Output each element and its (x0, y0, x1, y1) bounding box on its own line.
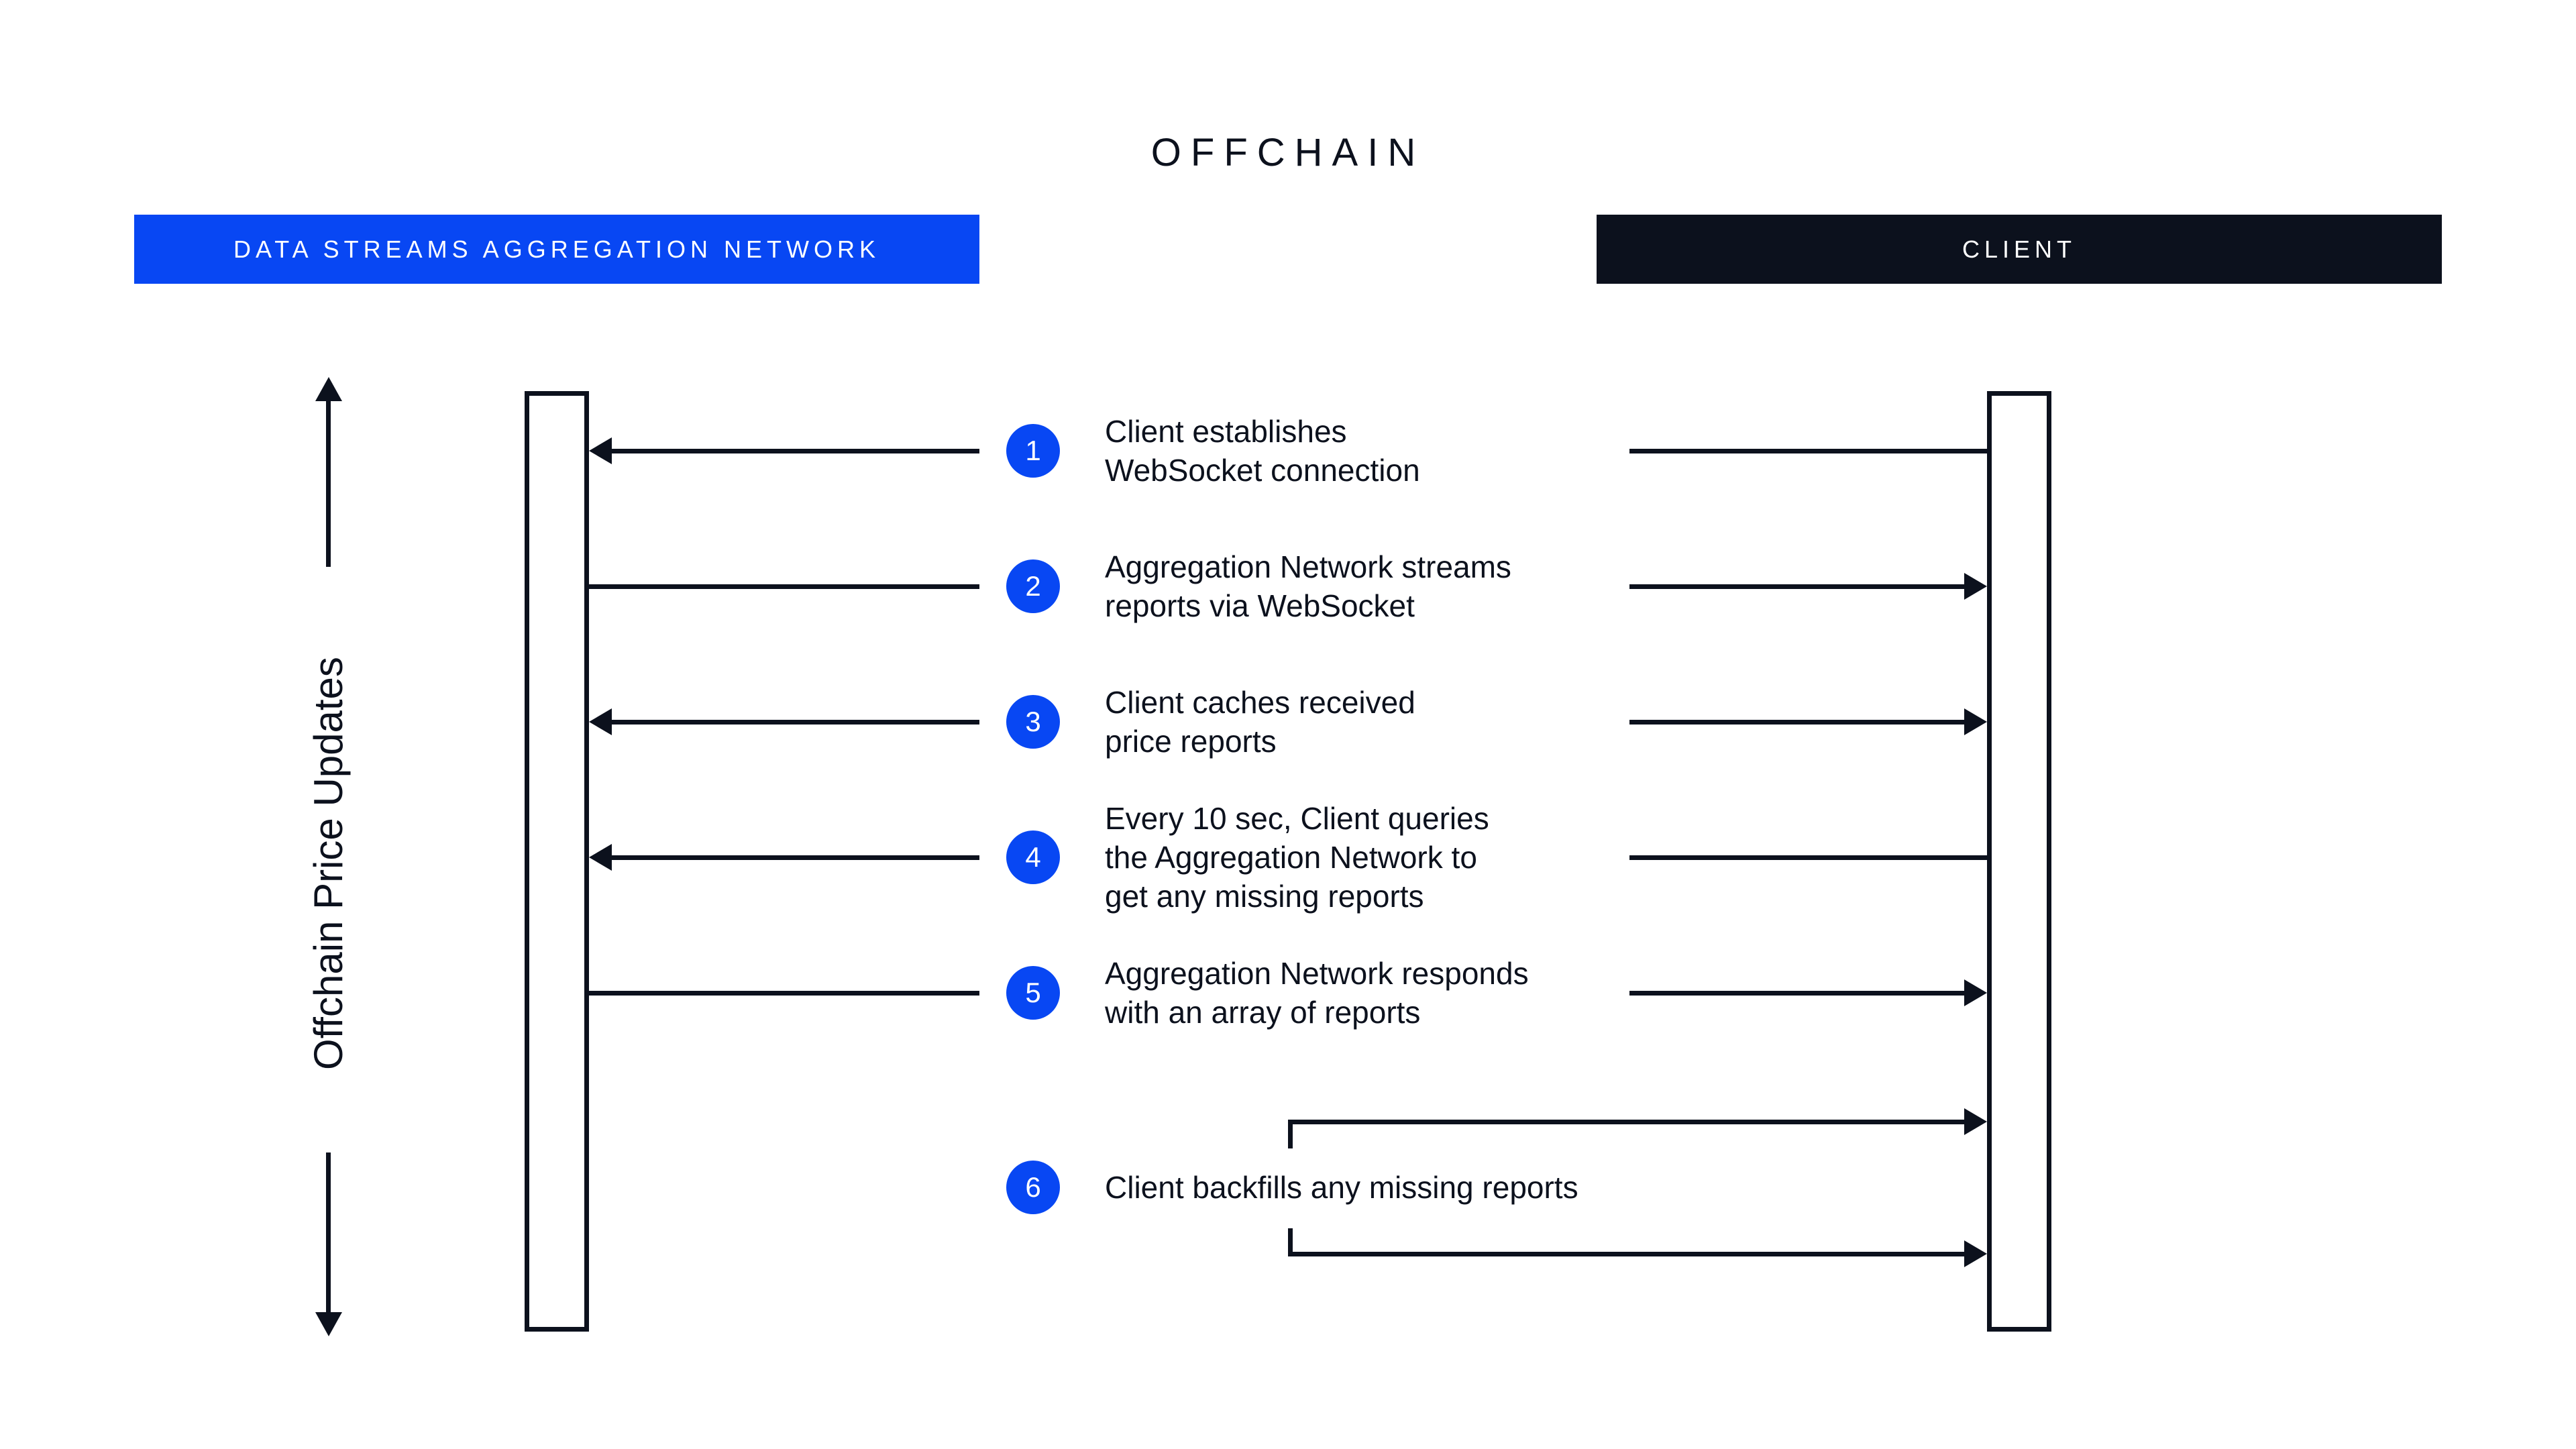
message-line-4-right (1629, 855, 1987, 860)
message-line-3-right (1629, 720, 1966, 724)
arrowhead-left-icon (589, 708, 612, 735)
message-line-5-right (1629, 991, 1966, 996)
arrowhead-right-icon (1964, 1108, 1987, 1135)
lane-header-aggregation-network: DATA STREAMS AGGREGATION NETWORK (134, 215, 979, 284)
arrowhead-right-icon (1964, 979, 1987, 1006)
axis-label: Offchain Price Updates (306, 657, 351, 1070)
bracket-top-stub (1288, 1120, 1293, 1148)
arrowhead-right-icon (1964, 573, 1987, 600)
message-line-6-top (1288, 1120, 1966, 1124)
arrowhead-right-icon (1964, 708, 1987, 735)
arrowhead-left-icon (589, 437, 612, 464)
message-line-1-right (1629, 449, 1987, 453)
axis-arrow-down-line (326, 1152, 331, 1313)
step-badge-5: 5 (1006, 966, 1060, 1020)
message-line-5-left (589, 991, 979, 996)
step-text-5: Aggregation Network responds with an arr… (1105, 956, 1529, 1030)
step-text-1: Client establishes WebSocket connection (1105, 414, 1420, 488)
step-text-3: Client caches received price reports (1105, 685, 1415, 759)
arrowhead-right-icon (1964, 1240, 1987, 1267)
message-line-2-right (1629, 584, 1966, 589)
axis-arrow-down-icon (315, 1312, 342, 1336)
step-badge-3: 3 (1006, 695, 1060, 749)
message-line-6-bottom (1288, 1252, 1966, 1256)
arrowhead-left-icon (589, 844, 612, 871)
step-text-6: Client backfills any missing reports (1105, 1170, 1578, 1205)
step-badge-2: 2 (1006, 559, 1060, 613)
message-line-4-left (609, 855, 979, 860)
lane-header-client: CLIENT (1597, 215, 2442, 284)
lifeline-client (1987, 391, 2051, 1332)
lifeline-aggregation-network (525, 391, 589, 1332)
step-text-2: Aggregation Network streams reports via … (1105, 549, 1511, 623)
step-badge-6: 6 (1006, 1161, 1060, 1214)
diagram-title: OFFCHAIN (1150, 131, 1426, 174)
step-badge-1: 1 (1006, 424, 1060, 478)
axis-arrow-up-line (326, 397, 331, 567)
lane-header-client-label: CLIENT (1962, 235, 2077, 263)
step-badge-4: 4 (1006, 830, 1060, 884)
message-line-2-left (589, 584, 979, 589)
bracket-bottom-stub (1288, 1228, 1293, 1256)
lane-header-aggregation-network-label: DATA STREAMS AGGREGATION NETWORK (233, 235, 881, 263)
message-line-1-left (609, 449, 979, 453)
step-text-4: Every 10 sec, Client queries the Aggrega… (1105, 801, 1489, 914)
message-line-3-left (609, 720, 979, 724)
